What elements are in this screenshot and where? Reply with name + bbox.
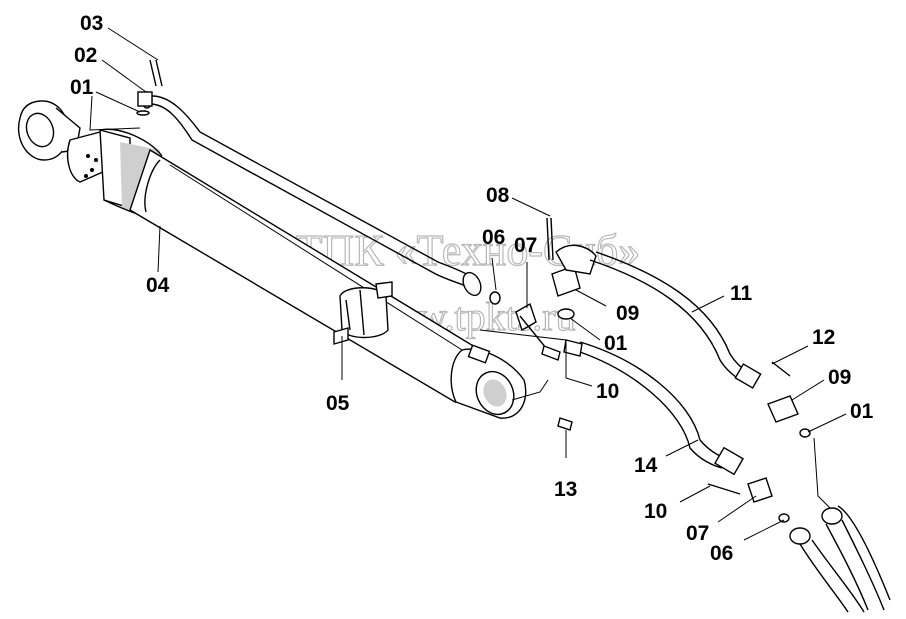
mid-fitting-cluster	[489, 217, 597, 361]
label-07: 07	[686, 522, 709, 545]
cylinder-base	[450, 344, 527, 419]
hose-14	[563, 339, 744, 476]
label-09: 09	[828, 366, 851, 389]
label-12: 12	[812, 326, 835, 349]
label-11: 11	[730, 282, 753, 305]
cylinder-head-bolts	[84, 154, 98, 178]
label-06: 06	[710, 542, 733, 565]
hose-11	[589, 251, 762, 389]
pipe-clamp	[333, 281, 393, 345]
label-13: 13	[554, 478, 577, 501]
label-01: 01	[850, 400, 874, 423]
label-03: 03	[80, 12, 103, 35]
label-10: 10	[644, 500, 667, 523]
label-08: 08	[486, 184, 510, 207]
label-01: 01	[70, 76, 94, 99]
label-14: 14	[634, 454, 658, 477]
bleed-screw	[557, 417, 573, 431]
label-06: 06	[482, 226, 505, 249]
label-07: 07	[514, 234, 537, 257]
label-10: 10	[596, 380, 619, 403]
cylinder-barrel	[129, 148, 481, 403]
rod-end-fitting	[136, 59, 163, 116]
leader-lines	[89, 27, 847, 541]
label-04: 04	[146, 274, 170, 297]
label-01: 01	[604, 332, 628, 355]
label-05: 05	[326, 392, 350, 415]
part-labels: 03 02 01 04 05 08 06 07 09 01 10 11 12 0…	[70, 12, 874, 565]
label-02: 02	[74, 44, 97, 67]
label-09: 09	[616, 302, 639, 325]
lower-right-fittings	[707, 361, 891, 613]
